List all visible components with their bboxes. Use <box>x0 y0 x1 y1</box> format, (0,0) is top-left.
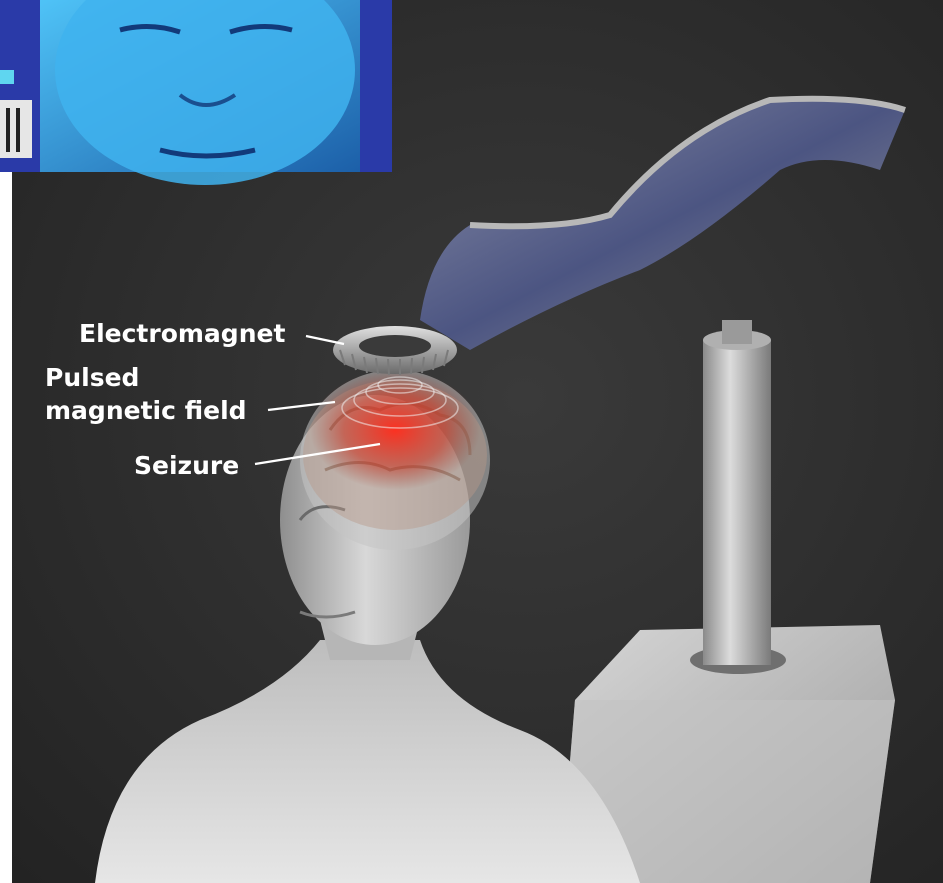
inset-face-image <box>0 0 392 185</box>
stand-pole <box>703 340 771 665</box>
seizure-label: Seizure <box>134 451 239 480</box>
pulsed-label-line2: magnetic field <box>45 396 247 425</box>
electromagnet-label: Electromagnet <box>79 319 285 348</box>
pulsed-label-line1: Pulsed <box>45 363 139 392</box>
